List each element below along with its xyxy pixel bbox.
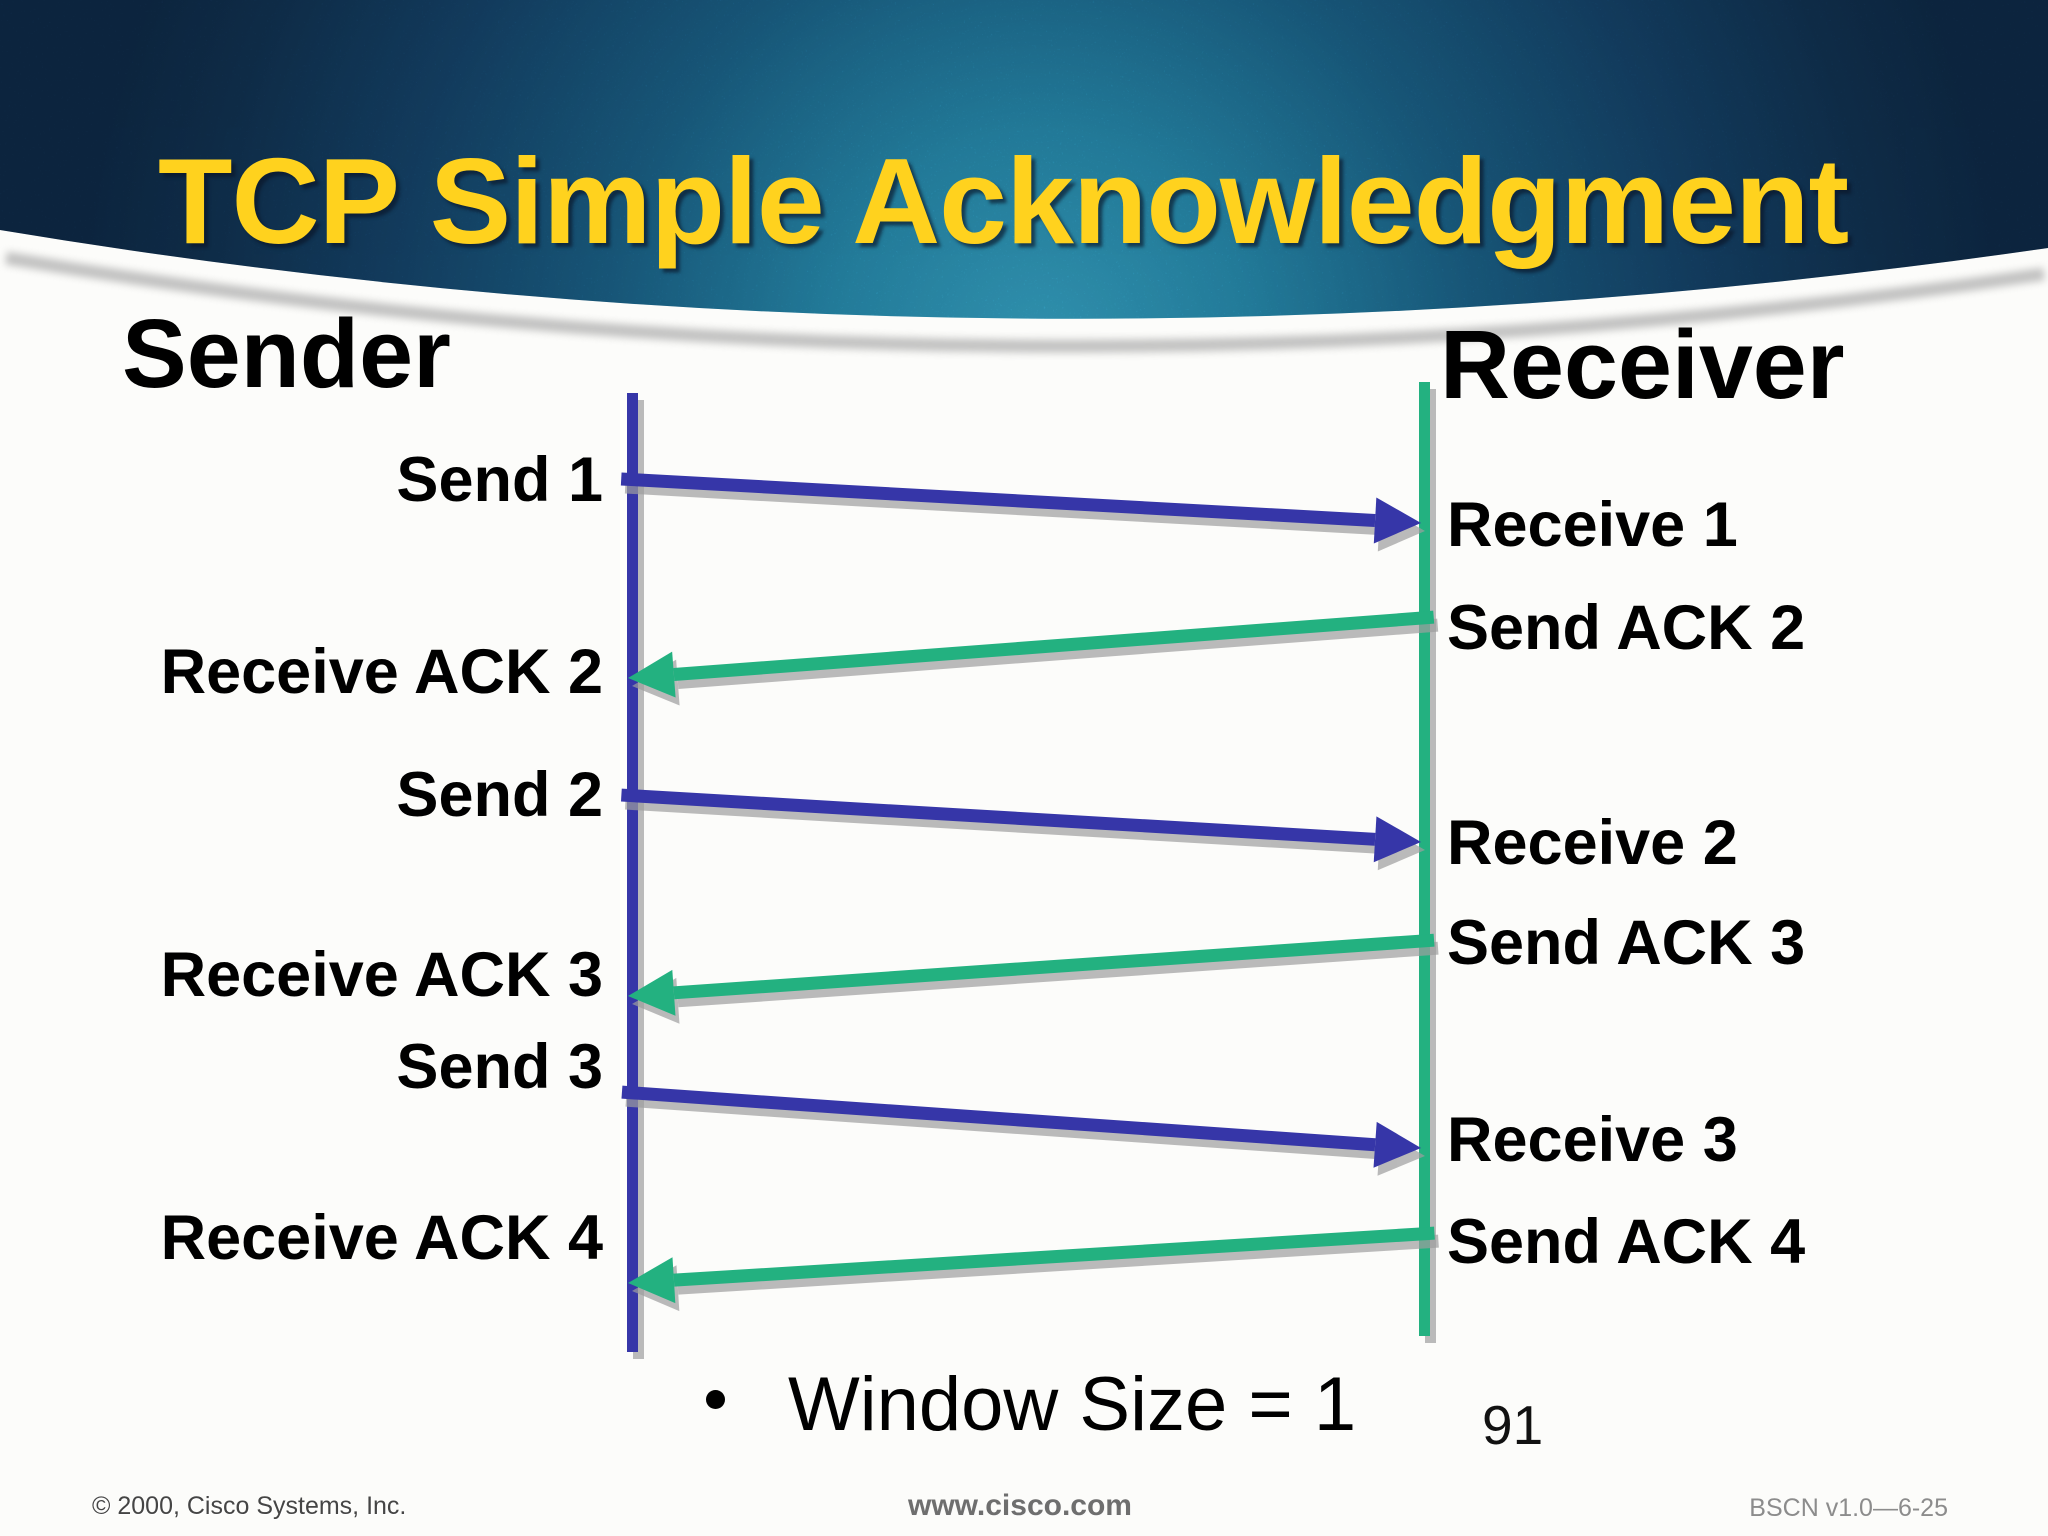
ack-2-arrow xyxy=(626,594,1436,701)
receiver-lifeline-shadow xyxy=(1425,389,1436,1343)
ack-2-arrow-shadow xyxy=(630,602,1440,709)
receive-3-label: Receive 3 xyxy=(1447,1105,1738,1175)
footer-copyright: © 2000, Cisco Systems, Inc. xyxy=(92,1492,407,1520)
bullet-icon xyxy=(706,1390,725,1409)
receive-ack-4-label: Receive ACK 4 xyxy=(160,1203,603,1273)
sender-lifeline-shadow xyxy=(633,400,644,1359)
receive-ack-3-label: Receive ACK 3 xyxy=(160,940,603,1010)
send-ack-2-label: Send ACK 2 xyxy=(1447,593,1806,663)
send-ack-3-label: Send ACK 3 xyxy=(1447,908,1806,978)
send-3-label: Send 3 xyxy=(396,1032,603,1102)
receive-1-label: Receive 1 xyxy=(1447,490,1738,560)
receive-2-label: Receive 2 xyxy=(1447,808,1738,878)
ack-3-arrow-shadow xyxy=(630,925,1440,1027)
page-number: 91 xyxy=(1482,1394,1544,1456)
send-3-arrow xyxy=(620,1069,1423,1171)
send-ack-4-label: Send ACK 4 xyxy=(1447,1207,1806,1277)
banner-shadow-arc xyxy=(4,251,2045,353)
receiver-heading: Receiver xyxy=(1440,310,1845,419)
send-2-arrow-shadow xyxy=(624,780,1427,873)
banner-texture xyxy=(0,0,2048,319)
send-1-arrow-shadow xyxy=(623,464,1427,554)
title-banner xyxy=(0,0,2048,353)
sender-lifeline xyxy=(627,393,638,1352)
window-size-bullet: Window Size = 1 xyxy=(788,1362,1357,1447)
receive-ack-2-label: Receive ACK 2 xyxy=(160,637,603,707)
ack-4-arrow-shadow xyxy=(630,1218,1440,1314)
send-1-label: Send 1 xyxy=(396,445,603,515)
send-2-arrow xyxy=(620,772,1423,865)
slide-title: TCP Simple Acknowledgment xyxy=(158,133,1849,269)
send-1-arrow xyxy=(619,456,1423,546)
ack-3-arrow xyxy=(626,917,1436,1019)
ack-4-arrow xyxy=(626,1210,1436,1306)
receiver-lifeline xyxy=(1419,382,1430,1336)
footer-course-code: BSCN v1.0—6-25 xyxy=(1749,1494,1948,1522)
sender-heading: Sender xyxy=(122,299,451,408)
send-2-label: Send 2 xyxy=(396,760,603,830)
send-3-arrow-shadow xyxy=(624,1077,1427,1179)
footer-website: www.cisco.com xyxy=(908,1489,1132,1522)
